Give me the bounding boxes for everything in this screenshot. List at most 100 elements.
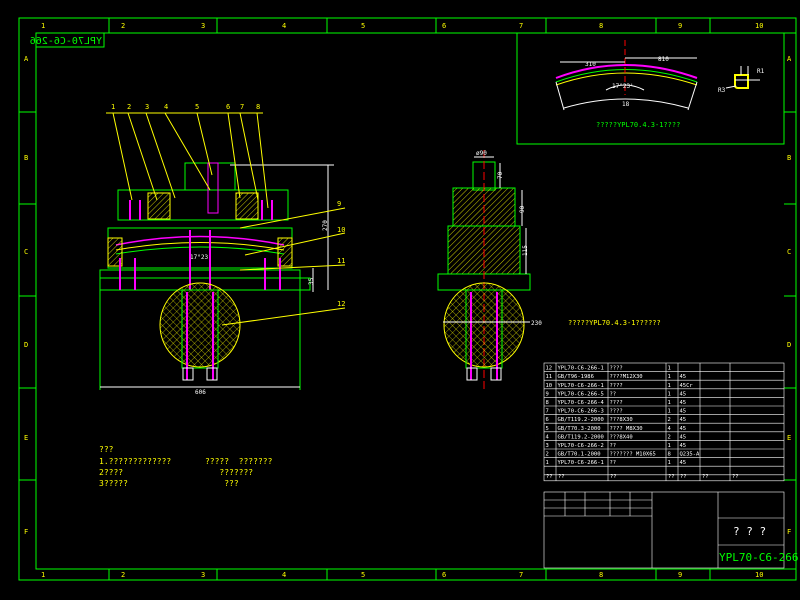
bom-cell-mat: 45 [680, 374, 687, 380]
bom-cell-name: ???? [610, 400, 623, 406]
zone-col-label: 9 [678, 571, 682, 579]
bom-cell-qty: 1 [668, 460, 671, 466]
zone-col-label: 7 [519, 22, 523, 30]
balloon-9: 9 [337, 200, 341, 208]
zone-row-label: D [24, 341, 28, 349]
bom-cell-qty: 1 [668, 409, 671, 415]
bom-cell-mat: 45 [680, 400, 687, 406]
balloon-2: 2 [127, 103, 131, 111]
notes-line-3: 3????? ??? [99, 479, 239, 488]
zone-col-label: 3 [201, 22, 205, 30]
side-dim-1: 70 [497, 171, 504, 179]
side-dim-2: 90 [519, 205, 526, 213]
detail-radius-2: R1 [757, 68, 765, 75]
notes-line-2: 2???? ??????? [99, 468, 253, 477]
bom-cell-mat: 45 [680, 460, 687, 466]
zone-row-label: C [787, 248, 791, 256]
bom-cell-code: GB/T119.2-2000 [558, 417, 604, 423]
zone-col-label: 2 [121, 571, 125, 579]
bom-header-code: ?? [558, 474, 565, 480]
bom-cell-code: YPL70-C6-266-4 [558, 400, 605, 406]
zone-row-label: E [24, 434, 28, 442]
detail-caption: ?????YPL70.4.3-1???? [596, 121, 680, 129]
bom-cell-qty: 1 [668, 366, 671, 372]
bom-cell-code: YPL70-C6-266-1 [558, 383, 604, 389]
bom-cell-mat: 45 [680, 434, 687, 440]
bom-cell-code: GB/T96-1986 [558, 374, 594, 380]
balloon-7: 7 [240, 103, 244, 111]
bom-cell-code: GB/T119.2-2000 [558, 434, 604, 440]
bom-cell-mat: 45Cr [680, 383, 694, 389]
zone-row-label: B [787, 154, 791, 162]
detail-radius-1: R3 [718, 87, 726, 94]
bom-cell-name: ????M12X30 [610, 374, 643, 380]
bom-cell-no: 5 [546, 426, 549, 432]
bom-cell-name: ?? [610, 460, 617, 466]
notes-heading: ??? [99, 445, 114, 454]
bom-cell-no: 12 [546, 366, 553, 372]
title-block-name: ? ? ? [733, 525, 766, 538]
bom-cell-qty: 1 [668, 391, 671, 397]
zone-row-label: A [24, 55, 29, 63]
bom-cell-code: YPL70-C6-266-3 [558, 409, 604, 415]
bom-cell-qty: 1 [668, 374, 671, 380]
side-dim-top: ø90 [476, 150, 487, 157]
front-dim-small: 35 [308, 277, 315, 285]
balloon-1: 1 [111, 103, 115, 111]
title-block [543, 491, 785, 569]
bom-cell-no: 8 [546, 400, 549, 406]
title-block-code: YPL70-C6-266 [719, 551, 798, 564]
bom-cell-name: ?? [610, 443, 617, 449]
front-dim-width: 606 [195, 389, 206, 396]
bom-header-qty: ?? [668, 474, 675, 480]
zone-row-label: C [24, 248, 28, 256]
zone-col-label: 8 [599, 571, 603, 579]
bom-cell-mat: 45 [680, 417, 687, 423]
zone-col-label: 1 [41, 571, 45, 579]
bom-cell-no: 3 [546, 443, 549, 449]
bom-header-note2: ?? [732, 474, 739, 480]
balloon-8: 8 [256, 103, 260, 111]
balloon-10: 10 [337, 226, 345, 234]
bom-cell-name: ???? [610, 409, 623, 415]
bom-cell-code: YPL70-C6-266-5 [558, 391, 604, 397]
bom-cell-code: YPL70-C6-266-1 [558, 460, 604, 466]
balloon-5: 5 [195, 103, 199, 111]
bom-cell-qty: 2 [668, 434, 671, 440]
zone-labels: 1 2 3 4 5 6 7 8 9 10 1 2 3 4 5 6 7 8 9 1… [24, 22, 792, 579]
bom-cell-name: ???? [610, 366, 623, 372]
balloon-12: 12 [337, 300, 345, 308]
zone-row-label: B [24, 154, 28, 162]
zone-row-label: F [24, 528, 28, 536]
bom-cell-qty: 1 [668, 443, 671, 449]
zone-row-label: E [787, 434, 791, 442]
zone-col-label: 10 [755, 571, 763, 579]
bom-cell-name: ?? [610, 391, 617, 397]
bom-cell-mat: 45 [680, 409, 687, 415]
zone-col-label: 5 [361, 571, 365, 579]
zone-col-label: 6 [442, 22, 446, 30]
bom-cell-code: GB/T70.1-2000 [558, 452, 601, 458]
front-view: 17°23' 606 270 35 [99, 103, 345, 396]
front-angle: 17°23' [190, 254, 212, 261]
zone-col-label: 6 [442, 571, 446, 579]
bom-cell-name: ??????? M10X65 [610, 452, 656, 458]
detail-dim-bottom: 18 [622, 101, 630, 108]
bom-header-name: ?? [610, 474, 617, 480]
notes-line-1: 1.????????????? ????? ??????? [99, 457, 273, 466]
side-dim-3: 115 [522, 245, 529, 256]
bom-cell-name: ???? [610, 383, 623, 389]
zone-row-label: A [787, 55, 792, 63]
zone-col-label: 5 [361, 22, 365, 30]
zone-col-label: 2 [121, 22, 125, 30]
bom-cell-no: 9 [546, 391, 549, 397]
detail-dim-left: 310 [585, 61, 596, 68]
front-dim-height: 270 [322, 220, 329, 231]
side-dim-right: 230 [531, 320, 542, 327]
zone-row-label: F [787, 528, 791, 536]
drawing-frame [18, 17, 797, 581]
bom-cell-qty: 8 [668, 452, 671, 458]
technical-notes: ??? 1.????????????? ????? ??????? 2???? … [99, 445, 273, 488]
bom-cell-no: 11 [546, 374, 553, 380]
